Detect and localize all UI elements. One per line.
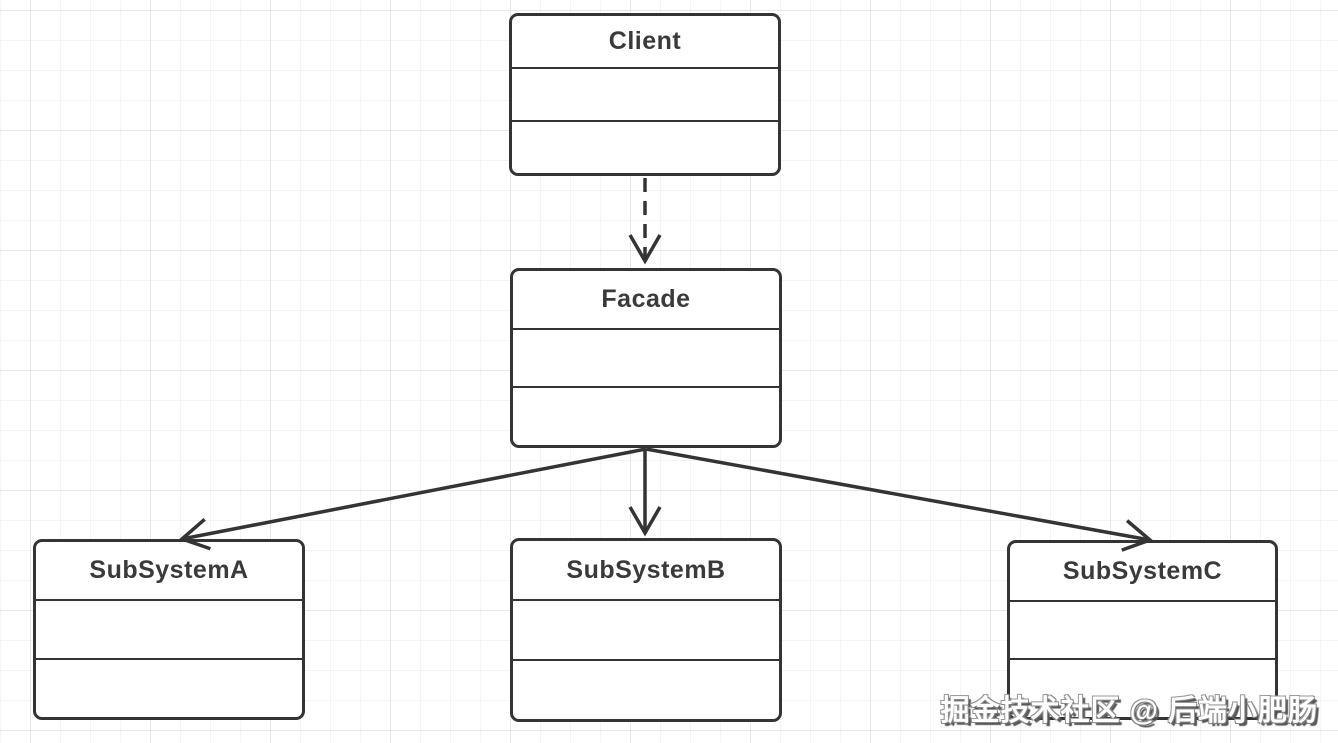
attributes-compartment	[513, 327, 779, 387]
class-title-compartment: SubSystemA	[36, 542, 302, 599]
class-title-compartment: SubSystemC	[1010, 543, 1275, 600]
class-name-label: SubSystemA	[89, 556, 249, 584]
attributes-compartment	[513, 599, 779, 659]
methods-compartment	[36, 658, 302, 717]
class-name-label: SubSystemC	[1062, 556, 1223, 585]
class-title-compartment: SubSystemB	[513, 541, 779, 599]
attributes-compartment	[512, 67, 778, 120]
edge-facade-to-subsystem-c	[645, 447, 1154, 552]
attributes-compartment	[36, 599, 302, 658]
class-node-facade: Facade	[510, 268, 782, 448]
class-node-subsystem-a: SubSystemA	[33, 539, 305, 720]
class-name-label: SubSystemB	[566, 555, 726, 584]
attributes-compartment	[1010, 599, 1275, 659]
class-title-compartment: Facade	[513, 271, 779, 328]
methods-compartment	[1010, 658, 1275, 717]
class-node-subsystem-c: SubSystemC	[1007, 540, 1278, 720]
methods-compartment	[512, 120, 778, 173]
edge-facade-to-subsystem-a	[178, 447, 647, 551]
methods-compartment	[513, 659, 779, 719]
class-node-client: Client	[509, 13, 781, 176]
class-name-label: Facade	[601, 284, 691, 313]
methods-compartment	[513, 386, 779, 445]
watermark-text: 掘金技术社区 @ 后端小肥肠	[940, 695, 1318, 727]
class-node-subsystem-b: SubSystemB	[510, 538, 782, 722]
class-name-label: Client	[608, 27, 682, 55]
class-title-compartment: Client	[512, 16, 778, 67]
